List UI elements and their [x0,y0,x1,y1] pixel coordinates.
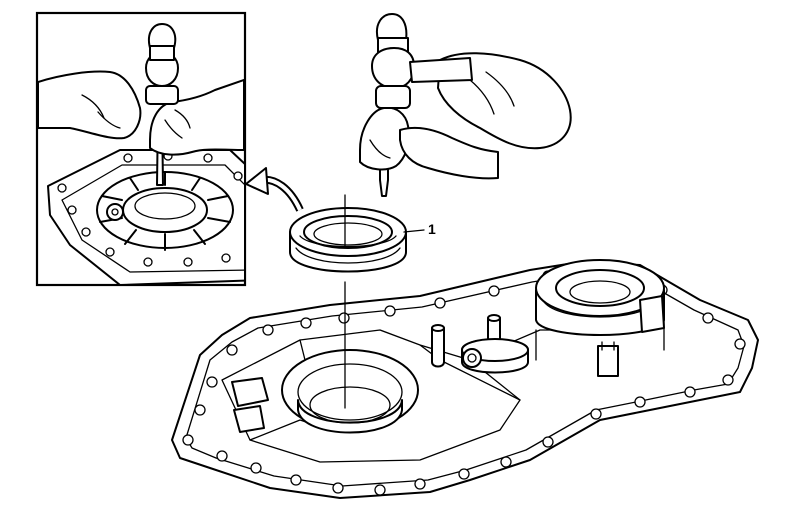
bearing-icon [289,207,407,273]
hand-with-hammer-and-punch-icon [359,13,572,197]
transfer-case-half-icon [171,259,759,499]
stake-marks [99,171,231,251]
inset-bolt-holes [57,151,243,267]
hammer [371,13,473,109]
case-bolt-holes [182,268,746,496]
callout-label-1: 1 [428,221,436,237]
inset-hammer [145,23,179,105]
oil-pump [461,338,529,374]
inset-hands [38,70,244,156]
curved-arrow-icon [245,167,304,212]
inset-detail [35,11,247,287]
rear-output-housing [535,259,665,361]
callout-1: 1 [403,221,436,237]
